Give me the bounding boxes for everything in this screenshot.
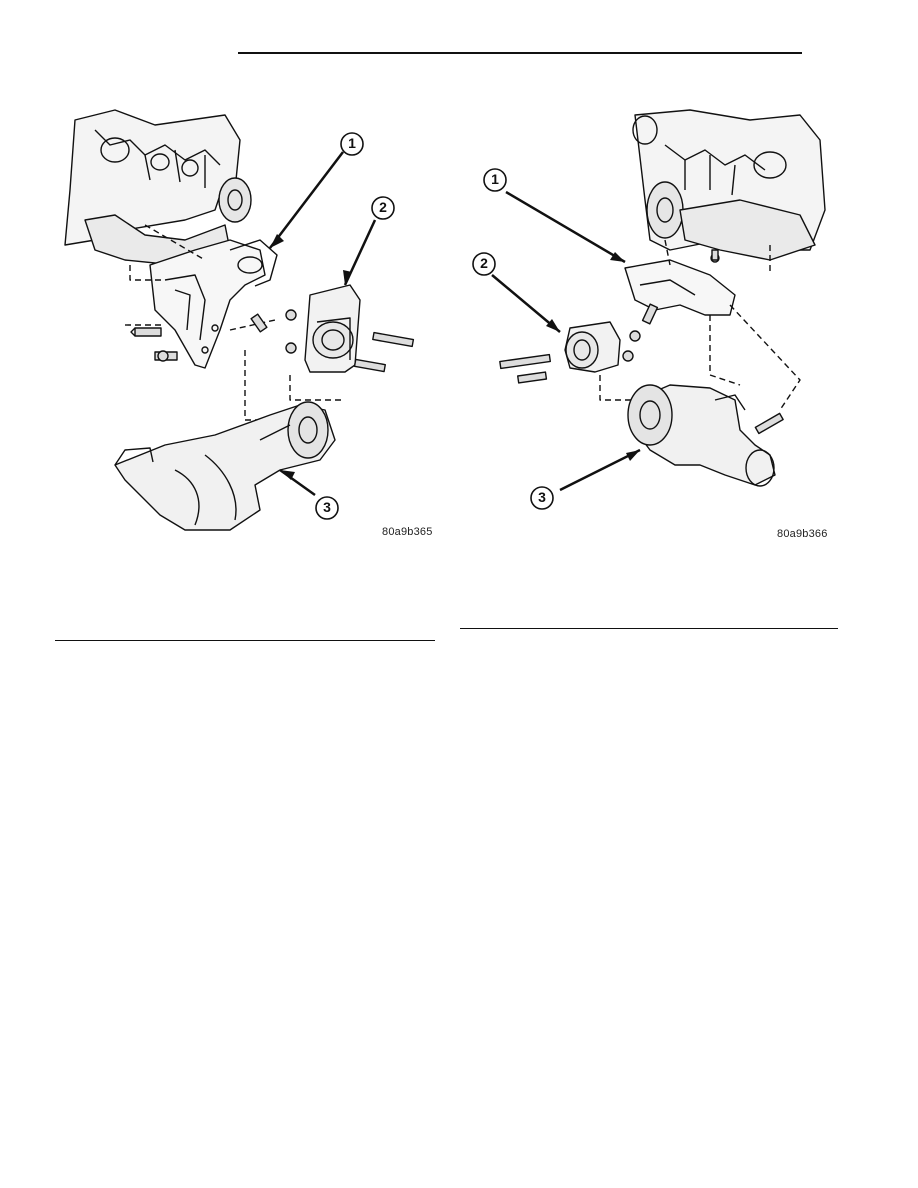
engine-mount-diagram-left: [64, 109, 415, 531]
callout-label-2-right: 2: [480, 255, 488, 271]
callout-layer-right: [472, 168, 641, 510]
divider-left: [55, 640, 435, 641]
callout-layer-left: [269, 132, 395, 520]
figure-id-left: 80a9b365: [382, 526, 433, 538]
callout-label-3-right: 3: [538, 489, 546, 505]
callout-label-1-right: 1: [491, 171, 499, 187]
figure-left: 1 2 3: [55, 100, 445, 545]
figure-id-right: 80a9b366: [777, 528, 828, 540]
divider-right: [460, 628, 838, 629]
callout-circle-3-right: [530, 486, 554, 510]
callout-circle-2-right: [472, 252, 496, 276]
callout-label-3: 3: [323, 499, 331, 515]
callout-circle-2: [371, 196, 395, 220]
figure-right: 1 2 3: [470, 100, 840, 545]
callout-circle-1-right: [483, 168, 507, 192]
callout-label-1: 1: [348, 135, 356, 151]
callout-label-2: 2: [379, 199, 387, 215]
callout-circle-1: [340, 132, 364, 156]
callout-circle-3: [315, 496, 339, 520]
header-rule: [238, 52, 802, 54]
engine-mount-diagram-right: [499, 109, 826, 487]
